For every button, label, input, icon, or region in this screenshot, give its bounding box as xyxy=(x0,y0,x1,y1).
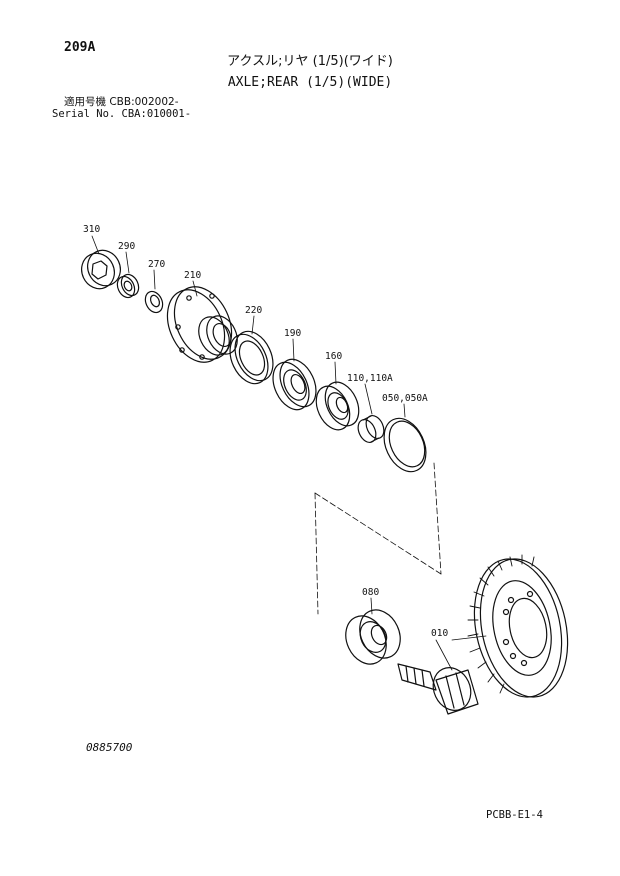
page-reference-code: PCBB-E1-4 xyxy=(486,809,543,821)
leader-010 xyxy=(435,635,487,671)
leader-210 xyxy=(192,280,198,297)
serial-number-range: Serial No. CBA:010001- xyxy=(52,108,192,120)
title-japanese: アクスル;リヤ (1/5)(ワイド) xyxy=(227,54,393,69)
label-010: 010 xyxy=(431,628,448,639)
label-110: 110,110A xyxy=(347,373,393,384)
label-270: 270 xyxy=(148,259,165,270)
page-code: 209A xyxy=(64,40,96,55)
part-190-bearing[interactable] xyxy=(266,354,323,416)
document-number: 0885700 xyxy=(86,741,133,754)
leader-290 xyxy=(125,251,130,274)
part-160-bearing[interactable] xyxy=(310,377,366,435)
leader-050 xyxy=(403,403,406,418)
title-english: AXLE;REAR (1/5)(WIDE) xyxy=(227,75,393,90)
label-050: 050,050A xyxy=(382,393,428,404)
part-290-washer[interactable] xyxy=(114,272,142,301)
leader-220 xyxy=(251,315,255,335)
part-110-spacer[interactable] xyxy=(355,413,388,446)
part-310-lock-nut[interactable] xyxy=(76,245,126,294)
part-080-bearing[interactable] xyxy=(338,603,408,670)
leader-190 xyxy=(292,338,295,362)
label-190: 190 xyxy=(284,328,301,339)
leader-110 xyxy=(364,383,373,415)
part-050-shim[interactable] xyxy=(376,412,434,479)
label-310: 310 xyxy=(83,224,100,235)
model-applicability: 適用号機 CBB:002002- xyxy=(64,96,179,108)
part-220-oil-seal[interactable] xyxy=(223,325,281,389)
leader-160 xyxy=(334,361,337,385)
label-160: 160 xyxy=(325,351,342,362)
assembly-guide-lines xyxy=(314,462,442,615)
label-220: 220 xyxy=(245,305,262,316)
part-210-flange[interactable] xyxy=(156,278,243,372)
part-010-ring-gear[interactable] xyxy=(462,551,579,705)
part-010-pinion-shaft[interactable] xyxy=(397,661,479,716)
part-270-o-ring[interactable] xyxy=(142,289,166,316)
leader-270 xyxy=(153,269,156,290)
leader-080 xyxy=(370,597,373,615)
label-080: 080 xyxy=(362,587,379,598)
label-290: 290 xyxy=(118,241,135,252)
leader-310 xyxy=(91,235,100,255)
label-210: 210 xyxy=(184,270,201,281)
